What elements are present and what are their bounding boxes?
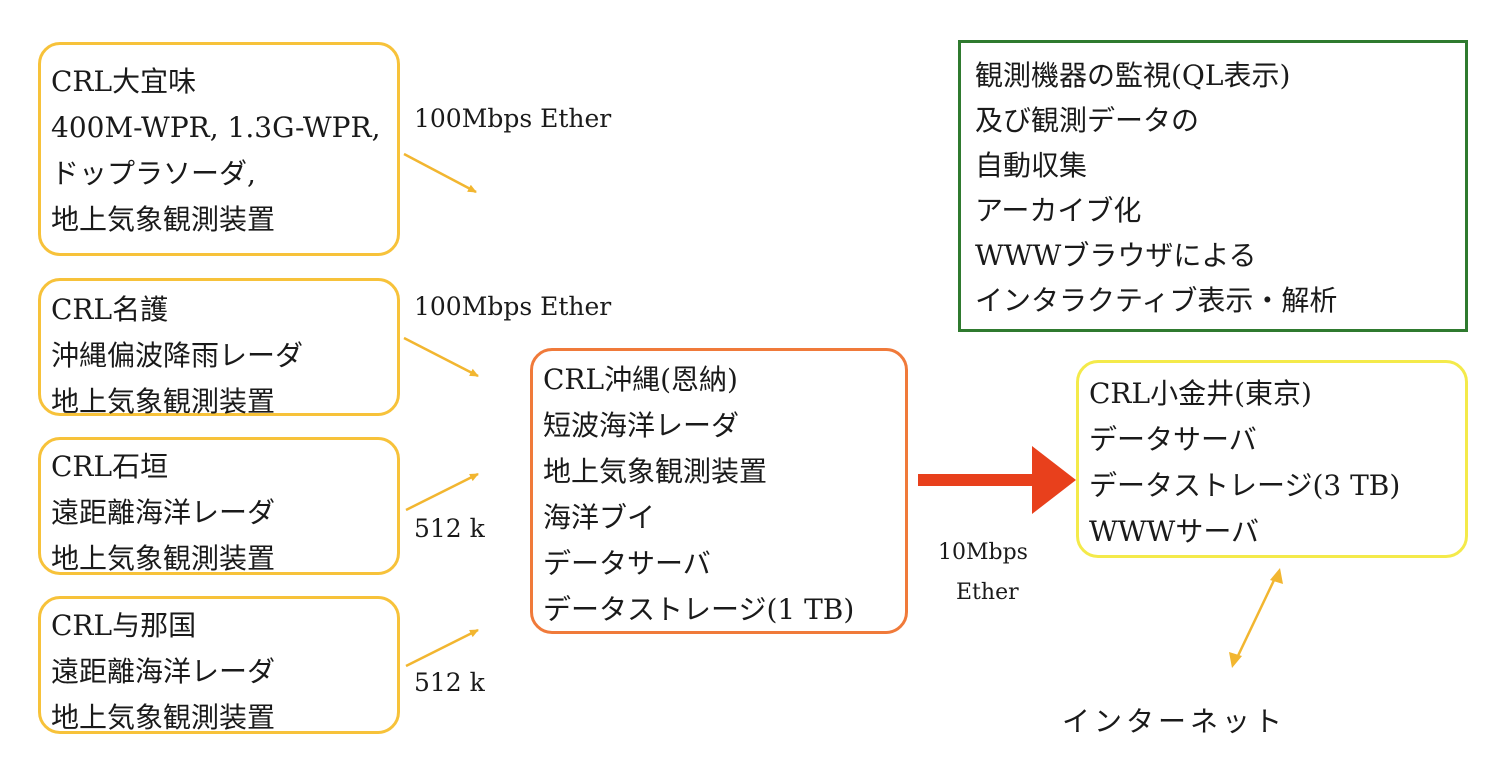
arrow-ogimi-to-hub: [403, 152, 477, 194]
tokyo-box: CRL小金井(東京) データサーバ データストレージ(3 TB) WWWサーバ: [1076, 360, 1468, 558]
site-box-nago: CRL名護 沖縄偏波降雨レーダ 地上気象観測装置: [38, 278, 400, 418]
site-name: CRL与那国: [51, 609, 197, 642]
site-name: CRL名護: [51, 293, 169, 326]
hub-link-label-line1: 10Mbps: [938, 540, 1028, 565]
features-box: 観測機器の監視(QL表示) 及び観測データの 自動収集 アーカイブ化 WWWブラ…: [958, 40, 1468, 332]
feature-item: 自動収集: [975, 149, 1088, 182]
arrow-hub-to-tokyo: [918, 446, 1076, 514]
tokyo-equipment: データサーバ: [1089, 423, 1257, 456]
tokyo-name: CRL小金井(東京): [1089, 377, 1312, 410]
arrow-yonaguni-to-hub: [405, 628, 479, 668]
arrow-ishigaki-to-hub: [405, 472, 479, 512]
site-equipment: 地上気象観測装置: [51, 701, 276, 734]
link-label-ogimi: 100Mbps Ether: [414, 104, 612, 133]
site-box-ishigaki: CRL石垣 遠距離海洋レーダ 地上気象観測装置: [38, 437, 400, 575]
link-label-yonaguni: 512 k: [414, 668, 485, 697]
link-label-ishigaki: 512 k: [414, 514, 485, 543]
site-equipment: ドップラソーダ,: [51, 157, 256, 190]
hub-equipment: 短波海洋レーダ: [543, 409, 740, 442]
site-equipment: 沖縄偏波降雨レーダ: [51, 339, 304, 372]
site-equipment: 遠距離海洋レーダ: [51, 496, 276, 529]
feature-item: WWWブラウザによる: [975, 239, 1257, 272]
site-equipment: 遠距離海洋レーダ: [51, 655, 276, 688]
hub-link-label-line2: Ether: [956, 580, 1019, 605]
feature-item: 及び観測データの: [975, 104, 1200, 137]
hub-equipment: データストレージ(1 TB): [543, 593, 855, 626]
site-equipment: 400M-WPR, 1.3G-WPR,: [51, 111, 381, 144]
internet-label: インターネット: [1062, 705, 1287, 738]
tokyo-equipment: データストレージ(3 TB): [1089, 469, 1401, 502]
hub-box-okinawa: CRL沖縄(恩納) 短波海洋レーダ 地上気象観測装置 海洋ブイ データサーバ デ…: [530, 348, 908, 634]
hub-equipment: データサーバ: [543, 547, 711, 580]
feature-item: インタラクティブ表示・解析: [975, 284, 1338, 317]
site-equipment: 地上気象観測装置: [51, 385, 276, 418]
feature-item: 観測機器の監視(QL表示): [975, 59, 1291, 92]
hub-equipment: 地上気象観測装置: [543, 455, 768, 488]
hub-equipment: 海洋ブイ: [543, 501, 656, 534]
site-box-ogimi: CRL大宜味 400M-WPR, 1.3G-WPR, ドップラソーダ, 地上気象…: [38, 42, 400, 256]
site-box-yonaguni: CRL与那国 遠距離海洋レーダ 地上気象観測装置: [38, 596, 400, 734]
site-equipment: 地上気象観測装置: [51, 542, 276, 575]
site-name: CRL大宜味: [51, 65, 197, 98]
feature-item: アーカイブ化: [975, 194, 1142, 227]
site-equipment: 地上気象観測装置: [51, 203, 276, 236]
arrow-nago-to-hub: [403, 336, 479, 378]
tokyo-equipment: WWWサーバ: [1089, 515, 1260, 548]
site-name: CRL石垣: [51, 450, 169, 483]
arrow-tokyo-internet: [1229, 568, 1283, 668]
link-label-nago: 100Mbps Ether: [414, 292, 612, 321]
hub-name: CRL沖縄(恩納): [543, 363, 738, 396]
